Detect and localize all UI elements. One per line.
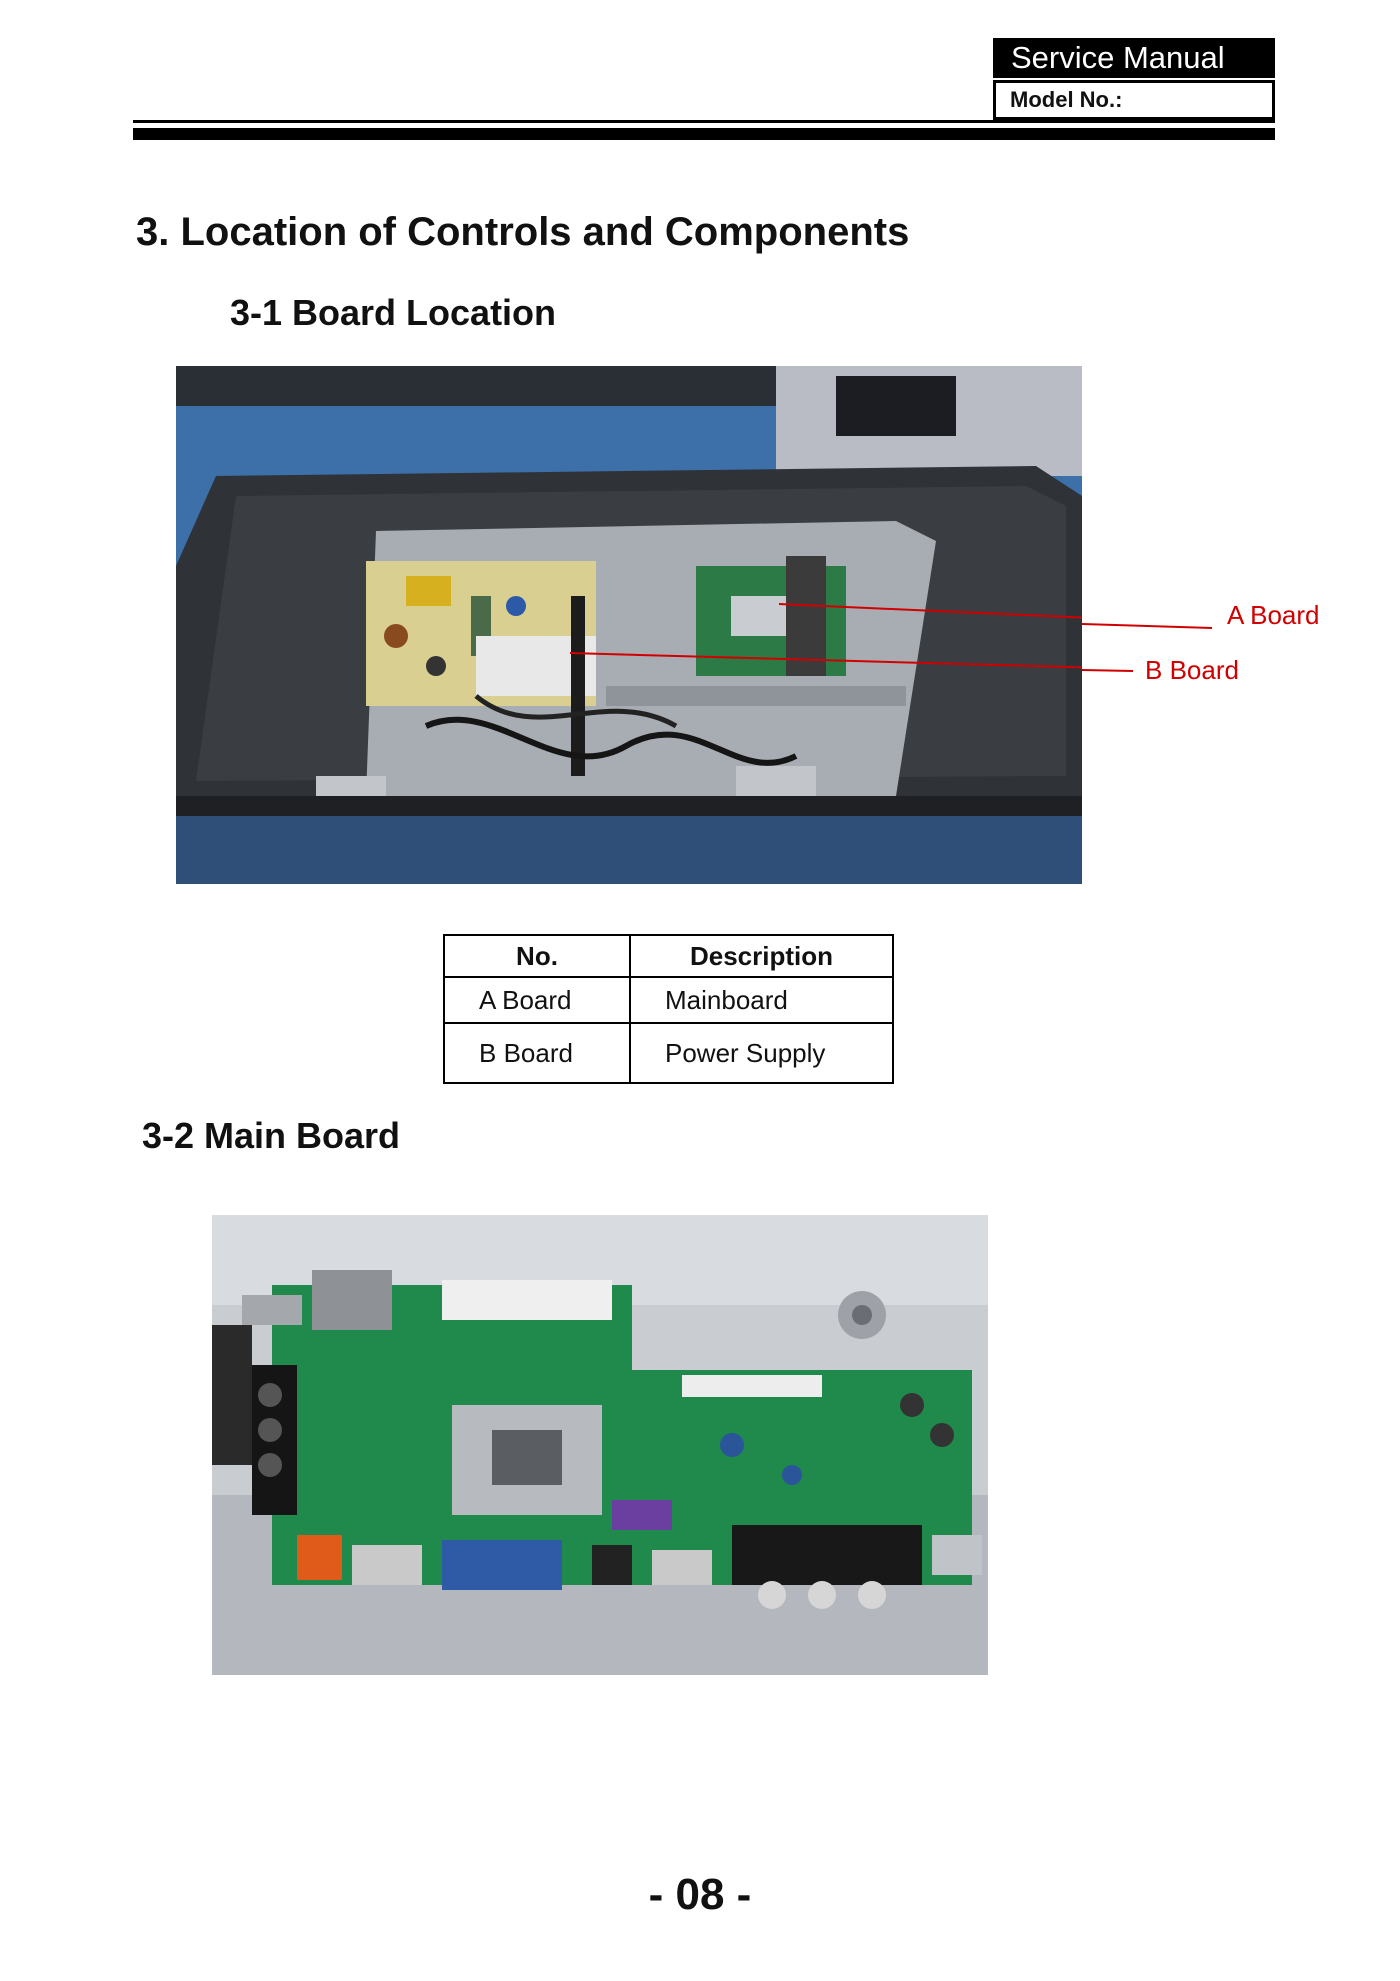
page-number: - 08 - [648,1870,752,1919]
table-header-description: Description [629,934,894,978]
table-cell-no: B Board [443,1022,631,1084]
subsection-title-board-location: 3-1 Board Location [230,292,557,333]
doc-type-label: Service Manual [993,38,1275,78]
callout-b-board: B Board [1145,655,1239,685]
table-row: A Board Mainboard [443,976,894,1024]
callout-leader-lines [1082,623,1212,672]
header-rule-thin [133,120,1275,123]
table-cell-description: Power Supply [629,1022,894,1084]
section-title: 3. Location of Controls and Components [136,210,910,254]
subsection-title-main-board: 3-2 Main Board [142,1115,401,1156]
header-rule-thick [133,128,1275,140]
table-row: B Board Power Supply [443,1022,894,1084]
callout-a-board: A Board [1227,600,1320,630]
board-table: No. Description A Board Mainboard B Boar… [443,934,894,1084]
table-cell-no: A Board [443,976,631,1024]
board-location-photo [176,366,1082,884]
table-cell-description: Mainboard [629,976,894,1024]
main-board-photo [212,1215,988,1675]
model-number-label: Model No.: [993,80,1275,120]
table-header-no: No. [443,934,631,978]
